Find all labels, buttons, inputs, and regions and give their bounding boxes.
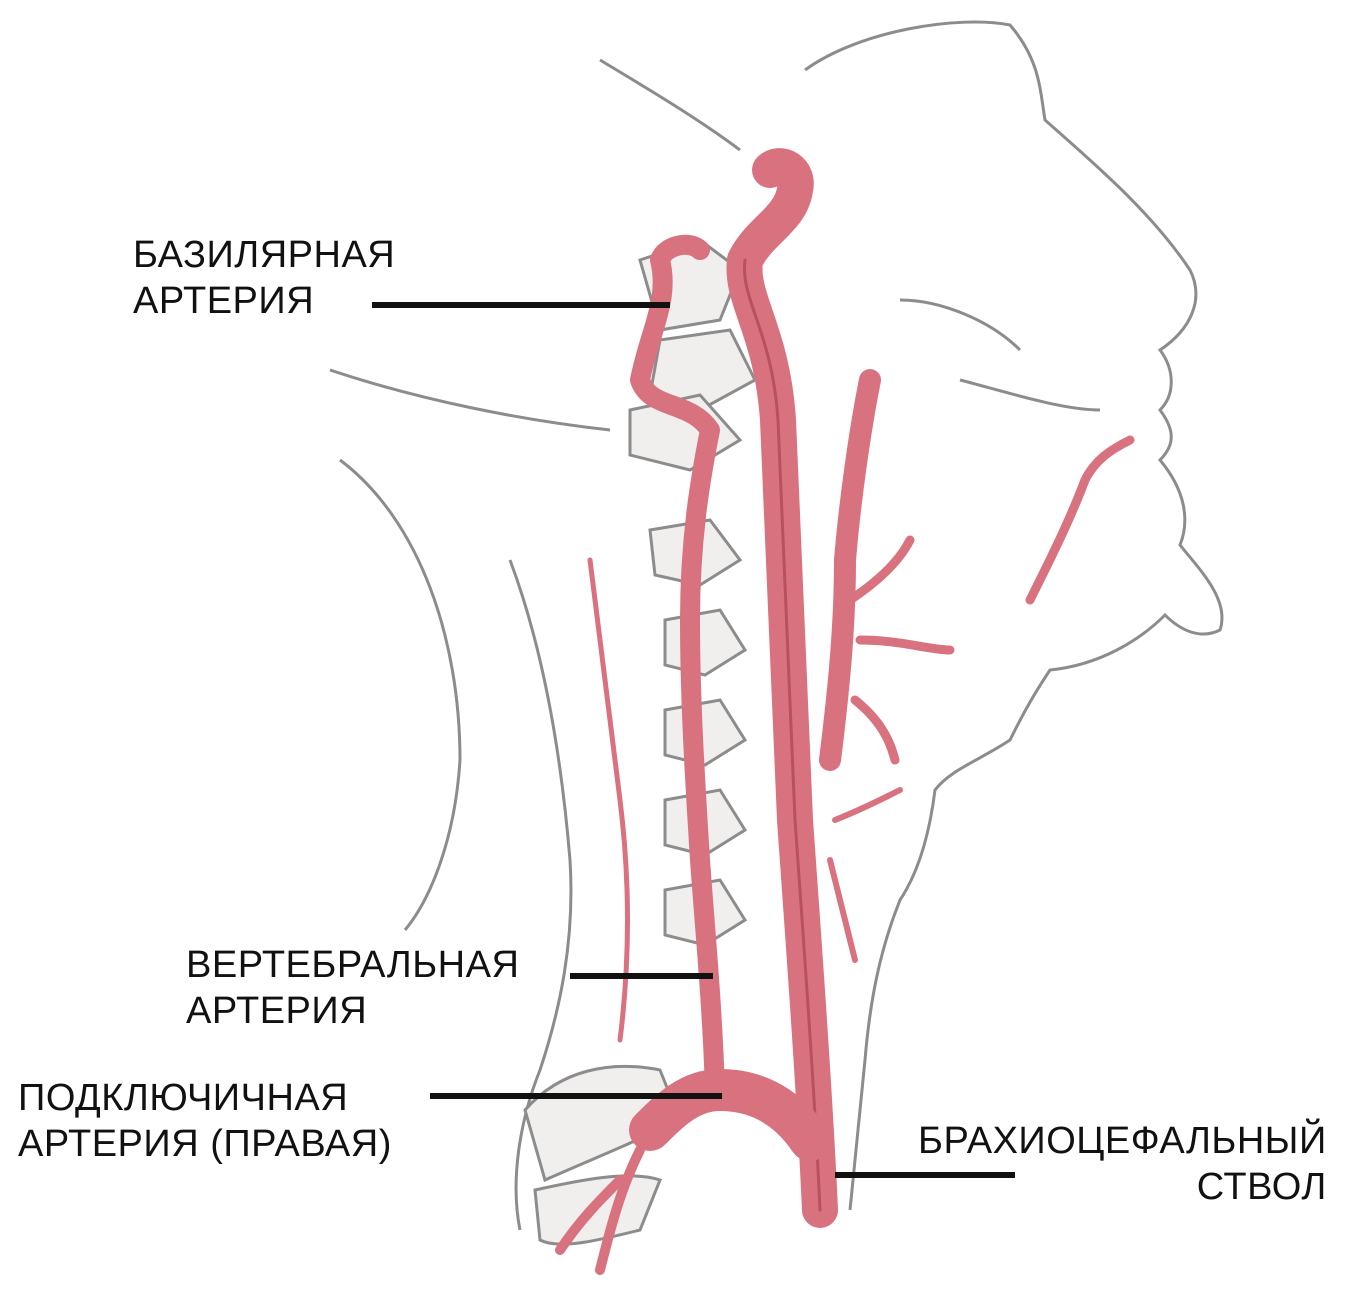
brachiocephalic-trunk-label-line2: СТВОЛ (918, 1164, 1327, 1210)
vertebral-artery-leader (570, 973, 713, 979)
basilar-artery-leader (372, 302, 670, 308)
subclavian-artery-label: ПОДКЛЮЧИЧНАЯ АРТЕРИЯ (ПРАВАЯ) (18, 1075, 392, 1167)
brachiocephalic-trunk-label-line1: БРАХИОЦЕФАЛЬНЫЙ (918, 1118, 1327, 1164)
brachiocephalic-trunk-label: БРАХИОЦЕФАЛЬНЫЙ СТВОЛ (918, 1118, 1327, 1210)
basilar-artery-label-line1: БАЗИЛЯРНАЯ (133, 232, 395, 278)
basilar-artery-label: БАЗИЛЯРНАЯ АРТЕРИЯ (133, 232, 395, 324)
basilar-artery-label-line2: АРТЕРИЯ (133, 278, 395, 324)
vertebral-artery-label-line1: ВЕРТЕБРАЛЬНАЯ (186, 942, 519, 988)
subclavian-artery-label-line2: АРТЕРИЯ (ПРАВАЯ) (18, 1121, 392, 1167)
common-carotid-artery (744, 166, 820, 1210)
subclavian-artery-leader (430, 1093, 722, 1099)
subclavian-artery-label-line1: ПОДКЛЮЧИЧНАЯ (18, 1075, 392, 1121)
brachiocephalic-trunk-leader (835, 1172, 1015, 1178)
vertebral-artery-label: ВЕРТЕБРАЛЬНАЯ АРТЕРИЯ (186, 942, 519, 1034)
vertebral-artery-label-line2: АРТЕРИЯ (186, 988, 519, 1034)
